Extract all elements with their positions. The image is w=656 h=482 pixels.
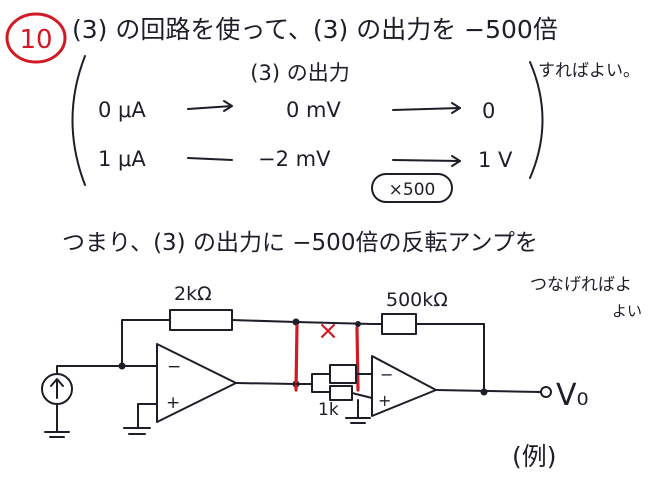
right-paren (529, 61, 544, 179)
wire-source-top (56, 365, 123, 375)
statement-cont2: よい (612, 302, 642, 320)
wire-op1-plus (137, 403, 158, 429)
opamp1-plus: + (166, 393, 180, 413)
ground-op2 (345, 417, 371, 424)
problem-number-text: 10 (19, 25, 52, 55)
output-label: V₀ (556, 378, 589, 413)
resistor-500k-label: 500kΩ (386, 289, 448, 311)
resistor-1k-label: 1k (318, 400, 339, 420)
left-paren (71, 55, 86, 186)
opamp1-minus: − (167, 357, 181, 377)
heading-line-cont: すればよい。 (538, 61, 640, 81)
problem-number-circle (5, 12, 67, 64)
wire-mid-in (295, 373, 331, 385)
table-header: (3) の出力 (250, 61, 349, 85)
resistor-1k (329, 385, 353, 401)
row2-arrow2 (392, 159, 461, 162)
row2-input: 1 μA (98, 147, 146, 171)
opamp1 (156, 343, 237, 423)
row1-mid: 0 mV (286, 98, 341, 122)
wire-output (435, 389, 541, 393)
statement-cont1: つなげればよ (530, 275, 632, 295)
red-line-right (355, 326, 360, 392)
row1-arrow2 (392, 107, 461, 111)
wire-fb2-right (415, 323, 485, 393)
row1-arrow1 (187, 105, 233, 110)
node-mid-top (355, 321, 361, 327)
wire-fb1-right (231, 319, 297, 323)
ground-source (44, 431, 70, 438)
row2-arrow1 (187, 157, 233, 161)
opamp2-plus: + (378, 391, 391, 410)
gain-label: ×500 (389, 180, 436, 200)
ground-op1 (123, 427, 151, 435)
row2-out: 1 V (478, 148, 513, 172)
row1-out: 0 (482, 99, 495, 123)
row1-arrow1-head (223, 100, 233, 112)
wire-bias-left (311, 383, 331, 393)
resistor-500k (381, 313, 417, 335)
row2-arrow2-head (451, 155, 461, 167)
red-cross: × (317, 316, 339, 346)
row1-arrow2-head (451, 102, 461, 114)
statement-line: つまり、(3) の出力に −500倍の反転アンプを (62, 230, 538, 256)
node-output (480, 388, 488, 396)
example-label: (例) (512, 442, 557, 471)
resistor-2k-label: 2kΩ (174, 283, 212, 305)
red-line-left (294, 324, 299, 392)
opamp2 (371, 355, 437, 417)
problem-number: 10 (5, 12, 67, 64)
opamp2-minus: − (380, 365, 393, 384)
resistor-input2 (329, 364, 357, 384)
row1-input: 0 μA (98, 98, 146, 122)
wire-fb1-left (121, 319, 171, 367)
heading-line: (3) の回路を使って、(3) の出力を −500倍 (72, 15, 558, 44)
row2-mid: −2 mV (258, 147, 331, 171)
wire-op2-plus (351, 392, 373, 399)
resistor-2k (169, 309, 233, 331)
gain-box (371, 173, 453, 203)
circuit: − + 2kΩ × 1k − + 500kΩ (41, 283, 589, 438)
current-source-arrow (50, 378, 64, 399)
wire-op1-out (235, 382, 297, 385)
output-terminal (540, 386, 552, 398)
